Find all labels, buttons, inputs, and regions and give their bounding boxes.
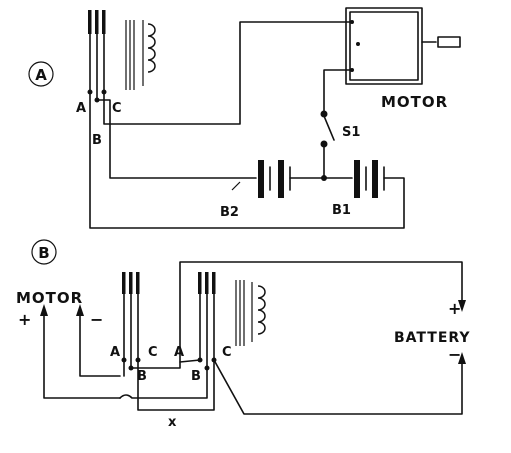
panel-b-battery-label: BATTERY <box>394 330 471 346</box>
panel-b-battery: + − BATTERY <box>394 299 471 364</box>
panel-a-relay-contacts <box>88 10 135 101</box>
relay2-contact-c-label: C <box>222 345 232 360</box>
crossover-x-label: x <box>168 415 177 430</box>
panel-b-relay-coil <box>251 282 266 342</box>
panel-a-tag-text: A <box>35 66 47 84</box>
battery-minus-sign: − <box>448 345 461 364</box>
panel-a: A A B C <box>28 7 461 229</box>
motor-minus-sign: − <box>90 310 103 329</box>
panel-b-tag-text: B <box>38 244 49 262</box>
battery-plus-sign: + <box>448 299 461 318</box>
relay1-contact-b-label: B <box>137 369 147 384</box>
panel-a-tag: A <box>28 61 54 87</box>
switch-s1-label: S1 <box>342 125 360 140</box>
panel-b-tag: B <box>31 239 57 265</box>
relay2-contact-a-label: A <box>174 345 184 360</box>
panel-b-relay-1: A B C <box>110 272 158 384</box>
relay1-contact-c-label: C <box>148 345 158 360</box>
battery-b1-label: B1 <box>332 203 351 218</box>
battery-b2-label: B2 <box>220 205 239 220</box>
panel-b-motor-label: MOTOR <box>16 289 83 307</box>
relay1-contact-a-label: A <box>110 345 120 360</box>
switch-s1: S1 <box>320 110 360 148</box>
contact-c-label: C <box>112 101 122 116</box>
battery-b2: B2 <box>220 160 291 220</box>
panel-b: B MOTOR + − A B C <box>16 239 471 430</box>
panel-a-motor: MOTOR <box>345 7 461 111</box>
contact-b-label: B <box>92 133 102 148</box>
battery-b1: B1 <box>332 160 385 218</box>
contact-a-label: A <box>76 101 86 116</box>
motor-plus-sign: + <box>18 310 31 329</box>
panel-a-motor-label: MOTOR <box>381 93 448 111</box>
relay2-contact-b-label: B <box>191 369 201 384</box>
panel-a-relay-coil <box>142 20 156 86</box>
panel-b-relay-2: A B C <box>174 272 245 384</box>
